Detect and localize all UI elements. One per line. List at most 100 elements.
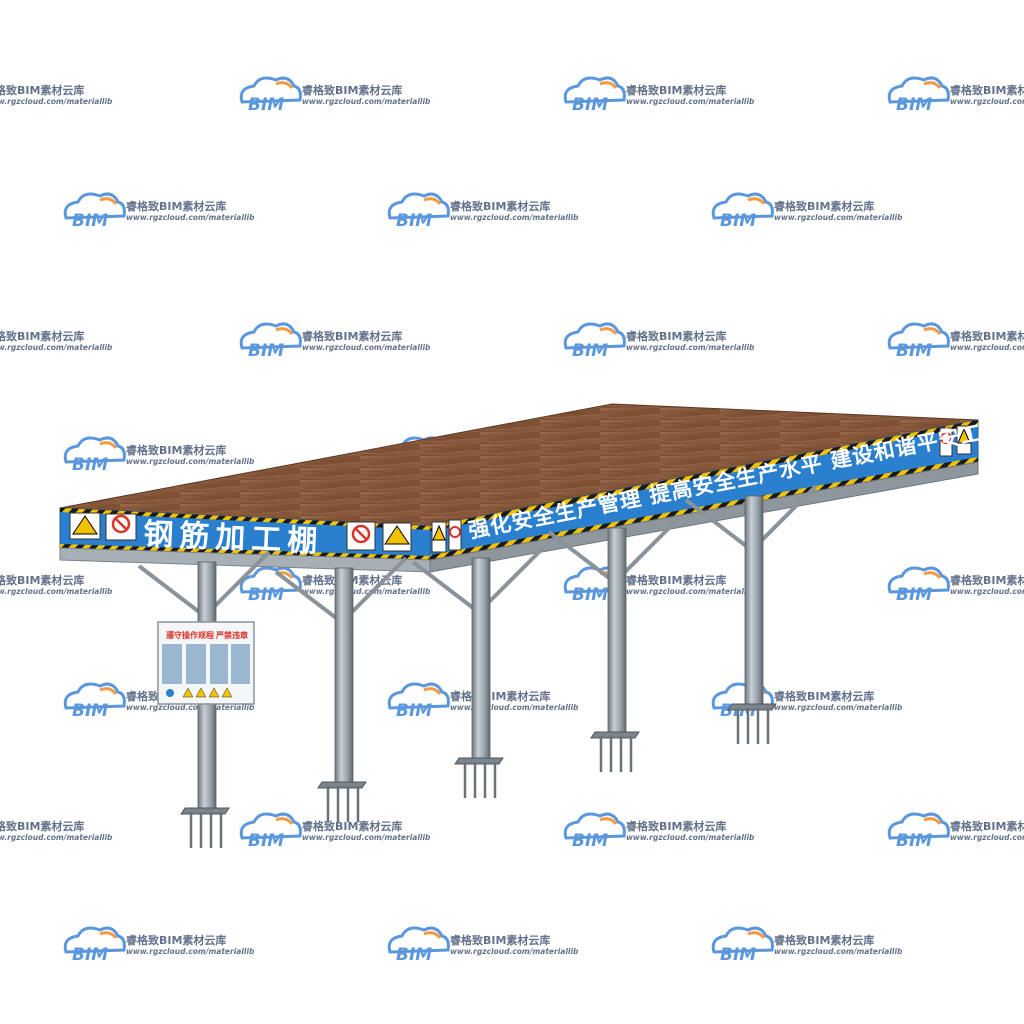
- watermark-url: www.rgzcloud.com/materiallib: [950, 343, 1024, 352]
- diagonal-brace: [274, 570, 346, 626]
- watermark: BIM睿格致BIM素材云库www.rgzcloud.com/materialli…: [387, 926, 579, 965]
- bim-logo-text: BIM: [396, 211, 432, 231]
- diagonal-brace: [547, 530, 619, 586]
- bim-logo-text: BIM: [248, 831, 284, 851]
- notice-heading-2: 严禁违章: [215, 630, 248, 640]
- watermark: BIM 睿格致BIM素材云库www.rgzcloud.com/materialli…: [563, 76, 755, 115]
- bim-cloud-logo: BIM: [63, 682, 126, 721]
- base-plate: [317, 781, 367, 789]
- bim-cloud-logo: BIM: [387, 926, 450, 965]
- watermark-url: www.rgzcloud.com/materiallib: [0, 587, 113, 596]
- bim-cloud-logo: BIM: [887, 76, 950, 115]
- bim-cloud-logo: BIM: [711, 192, 774, 231]
- bim-logo-text: BIM: [72, 455, 108, 475]
- watermark: BIM睿格致BIM素材云库www.rgzcloud.com/materialli…: [0, 329, 113, 352]
- base-plate: [454, 757, 504, 765]
- watermark: BIM睿格致BIM素材云库www.rgzcloud.com/materialli…: [563, 812, 755, 851]
- bim-cloud-logo: BIM: [563, 76, 626, 115]
- watermark-url: www.rgzcloud.com/materiallib: [950, 587, 1024, 596]
- bim-cloud-logo: BIM: [887, 566, 950, 605]
- watermark-url: www.rgzcloud.com/materiallib: [450, 947, 579, 956]
- watermark: BIM睿格致BIM素材云库www.rgzcloud.com/materialli…: [239, 76, 431, 115]
- bim-cloud-logo: BIM: [887, 322, 950, 361]
- bim-cloud-logo: BIM: [711, 926, 774, 965]
- diagonal-brace: [342, 556, 408, 622]
- bim-logo-text: BIM: [572, 95, 608, 115]
- watermark-name: 睿格致BIM素材云库: [450, 199, 550, 213]
- bim-cloud-logo: BIM: [563, 322, 626, 361]
- watermark-url: www.rgzcloud.com/materiallib: [774, 703, 903, 712]
- watermark-url: www.rgzcloud.com/materiallib: [450, 703, 579, 712]
- watermark: BIM睿格致BIM素材云库www.rgzcloud.com/materialli…: [0, 819, 113, 842]
- base-plate: [180, 807, 230, 815]
- bim-cloud-logo: BIM: [387, 682, 450, 721]
- watermark-url: www.rgzcloud.com/materiallib: [626, 587, 755, 596]
- watermark-url: www.rgzcloud.com/materiallib: [950, 833, 1024, 842]
- bim-logo-text: BIM: [248, 95, 284, 115]
- diagonal-brace: [205, 550, 271, 616]
- column-shaft: [744, 495, 764, 705]
- bim-cloud-logo: BIM: [239, 322, 302, 361]
- watermark: BIM睿格致BIM素材云库www.rgzcloud.com/materialli…: [239, 812, 431, 851]
- bim-logo-text: BIM: [396, 701, 432, 721]
- bim-logo-text: BIM: [572, 585, 608, 605]
- watermark-url: www.rgzcloud.com/materiallib: [302, 587, 431, 596]
- notice-heading-1: 遵守操作规程: [166, 630, 214, 640]
- watermark-url: www.rgzcloud.com/materiallib: [0, 97, 113, 106]
- watermark-name: 睿格致BIM素材云库: [126, 199, 226, 213]
- watermark-url: www.rgzcloud.com/materiallib: [302, 343, 431, 352]
- watermark: BIM 睿格致BIM素材云库www.rgzcloud.com/materialli…: [711, 926, 903, 965]
- steel-column: [411, 546, 545, 798]
- watermark-url: www.rgzcloud.com/materiallib: [626, 343, 755, 352]
- watermark-url: www.rgzcloud.com/materiallib: [126, 213, 255, 222]
- diagonal-brace: [684, 498, 756, 554]
- diagonal-brace: [137, 564, 209, 620]
- bim-logo-text: BIM: [896, 831, 932, 851]
- watermark-name: 睿格致BIM素材云库: [450, 689, 550, 703]
- watermark-name: 睿格致BIM素材云库: [774, 933, 874, 947]
- bim-cloud-logo: BIM: [239, 812, 302, 851]
- watermark-url: www.rgzcloud.com/materiallib: [0, 833, 113, 842]
- steel-column: [684, 484, 818, 744]
- watermark-name: 睿格致BIM素材云库: [302, 83, 402, 97]
- bim-logo-text: BIM: [572, 341, 608, 361]
- bim-logo-text: BIM: [72, 945, 108, 965]
- watermark-name: 睿格致BIM素材云库: [950, 819, 1024, 833]
- bim-cloud-logo: BIM: [711, 682, 774, 721]
- safety-notice-board: 遵守操作规程 严禁违章: [157, 621, 255, 705]
- watermark-name: 睿格致BIM素材云库: [626, 83, 726, 97]
- diagonal-brace: [615, 516, 681, 582]
- watermark-url: www.rgzcloud.com/materiallib: [626, 97, 755, 106]
- bim-cloud-logo: BIM: [387, 192, 450, 231]
- watermark: BIM睿格致BIM素材云库www.rgzcloud.com/materialli…: [887, 566, 1024, 605]
- watermark-url: www.rgzcloud.com/materiallib: [774, 947, 903, 956]
- watermark-url: www.rgzcloud.com/materiallib: [0, 343, 113, 352]
- bim-logo-text: BIM: [72, 701, 108, 721]
- watermark: BIM睿格致BIM素材云库www.rgzcloud.com/materialli…: [563, 566, 755, 605]
- watermark: BIM睿格致BIM素材云库www.rgzcloud.com/materialli…: [63, 436, 255, 475]
- watermark-name: 睿格致BIM素材云库: [0, 329, 84, 343]
- bim-logo-text: BIM: [572, 831, 608, 851]
- column-shaft: [471, 557, 491, 759]
- watermark: BIM睿格致BIM素材云库www.rgzcloud.com/materialli…: [0, 83, 113, 106]
- bim-logo-text: BIM: [248, 585, 284, 605]
- watermark-layer: BIM睿格致BIM素材云库www.rgzcloud.com/materialli…: [0, 76, 1024, 965]
- watermark: BIM睿格致BIM素材云库www.rgzcloud.com/materialli…: [887, 322, 1024, 361]
- bim-logo-text: BIM: [896, 341, 932, 361]
- watermark-name: 睿格致BIM素材云库: [774, 199, 874, 213]
- bim-logo-text: BIM: [720, 211, 756, 231]
- shed-title: 钢筋加工棚: [143, 517, 324, 560]
- watermark: BIM睿格致BIM素材云库www.rgzcloud.com/materialli…: [711, 192, 903, 231]
- bim-cloud-logo: BIM: [887, 812, 950, 851]
- bim-logo-text: BIM: [720, 945, 756, 965]
- diagonal-brace: [752, 484, 818, 550]
- bim-logo-text: BIM: [72, 211, 108, 231]
- watermark-url: www.rgzcloud.com/materiallib: [126, 947, 255, 956]
- watermark: BIM睿格致BIM素材云库www.rgzcloud.com/materialli…: [387, 192, 579, 231]
- watermark-url: www.rgzcloud.com/materiallib: [302, 833, 431, 842]
- watermark: BIM睿格致BIM素材云库www.rgzcloud.com/materialli…: [887, 76, 1024, 115]
- watermark: BIM睿格致BIM素材云库www.rgzcloud.com/materialli…: [563, 322, 755, 361]
- watermark-name: 睿格致BIM素材云库: [126, 933, 226, 947]
- base-plate: [727, 703, 777, 711]
